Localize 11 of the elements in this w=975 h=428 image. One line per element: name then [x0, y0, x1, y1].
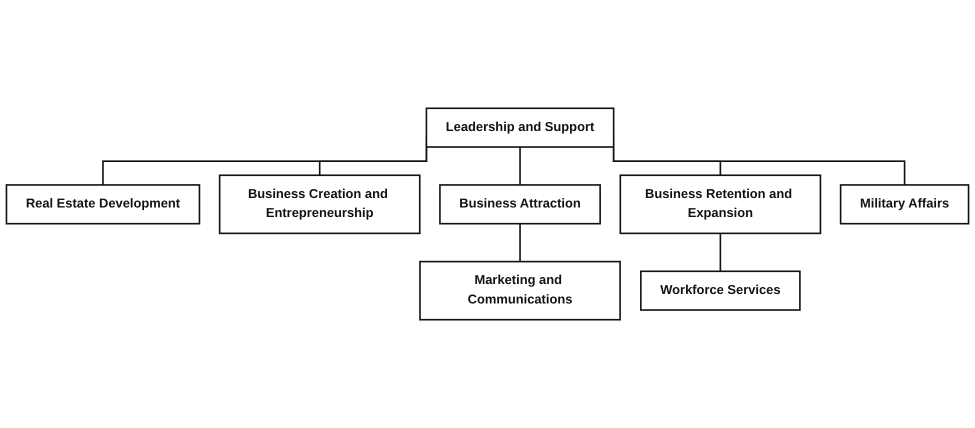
node-box: Business Creation and Entrepreneurship — [218, 174, 421, 234]
node-box: Real Estate Development — [6, 184, 200, 224]
node-box: Military Affairs — [840, 184, 970, 224]
connector — [720, 233, 722, 272]
node-box: Marketing and Communications — [419, 260, 621, 321]
connector — [519, 147, 521, 186]
node-box: Workforce Services — [640, 270, 801, 311]
node-box: Business Attraction — [439, 184, 601, 224]
node-box: Leadership and Support — [426, 107, 614, 148]
connector — [519, 224, 521, 262]
node-box: Business Retention and Expansion — [620, 174, 822, 234]
